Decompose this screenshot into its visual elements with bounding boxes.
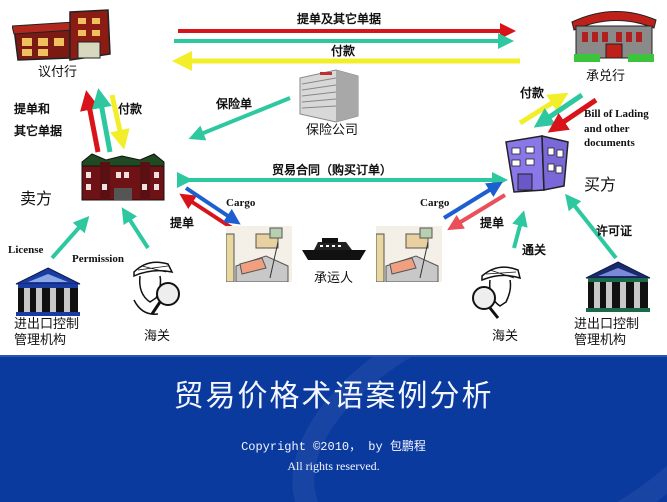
flow-label-top-documents: 提单及其它单据 [297,12,382,26]
customs-left-label: 海关 [144,329,171,344]
port-cargo-icon [226,226,292,282]
flow-label-seller-docs-2: 其它单据 [14,124,63,138]
government-building-icon [15,267,81,316]
flow-label-permit: 许可证 [596,224,633,238]
seller-mansion-icon [81,153,165,201]
customs-right-label: 海关 [492,329,519,344]
flow-label-cargo-left: Cargo [226,197,256,209]
flow-label-contract: 贸易合同（购买订单） [272,163,393,177]
export-control-right-label-2: 管理机构 [574,333,627,348]
flow-label-cargo-right: Cargo [420,197,450,209]
seller-label: 卖方 [20,189,53,208]
title-banner: 贸易价格术语案例分析 Copyright ©2010， by 包鹏程 All r… [0,355,667,502]
flow-arrows [50,23,618,260]
port-cargo-icon [376,226,442,282]
buyer-label: 买方 [584,175,617,194]
flow-label-permission: Permission [72,253,124,265]
rights-text: All rights reserved. [287,459,380,473]
ship-icon [302,238,366,260]
flow-label-bl-left: 提单 [170,216,195,230]
flow-label-insurance-policy: 保险单 [216,97,253,111]
flow-label-top-payment: 付款 [331,44,356,58]
office-tower-icon [299,69,359,123]
flow-label-license: License [8,244,44,256]
carrier-label: 承运人 [314,271,354,286]
slide-title: 贸易价格术语案例分析 [173,379,494,414]
flow-label-buyer-docs-3: documents [584,137,635,149]
red-roof-bank-icon [571,11,657,62]
flow-label-seller-docs-1: 提单和 [14,102,51,116]
government-building-icon [585,261,651,312]
export-control-right-label-1: 进出口控制 [574,317,640,332]
flow-label-clearance: 通关 [522,243,547,257]
flow-label-buyer-docs-2: and other [584,123,630,135]
detective-magnifier-icon [133,261,180,315]
export-control-left-label-1: 进出口控制 [14,317,80,332]
issuing-bank-label: 议付行 [38,65,78,80]
copyright-text: Copyright ©2010， by 包鹏程 [241,440,426,454]
export-control-left-label-2: 管理机构 [14,333,67,348]
purple-building-icon [505,135,569,193]
flow-label-buyer-docs-1: Bill of Lading [584,108,649,120]
flow-label-buyer-payment: 付款 [520,86,545,100]
detective-magnifier-icon [472,266,522,319]
accepting-bank-label: 承兑行 [586,69,626,84]
insurance-company-label: 保险公司 [306,123,359,138]
red-bank-building-icon [12,9,111,61]
flow-label-bl-right: 提单 [480,216,505,230]
flow-label-seller-payment: 付款 [118,102,143,116]
